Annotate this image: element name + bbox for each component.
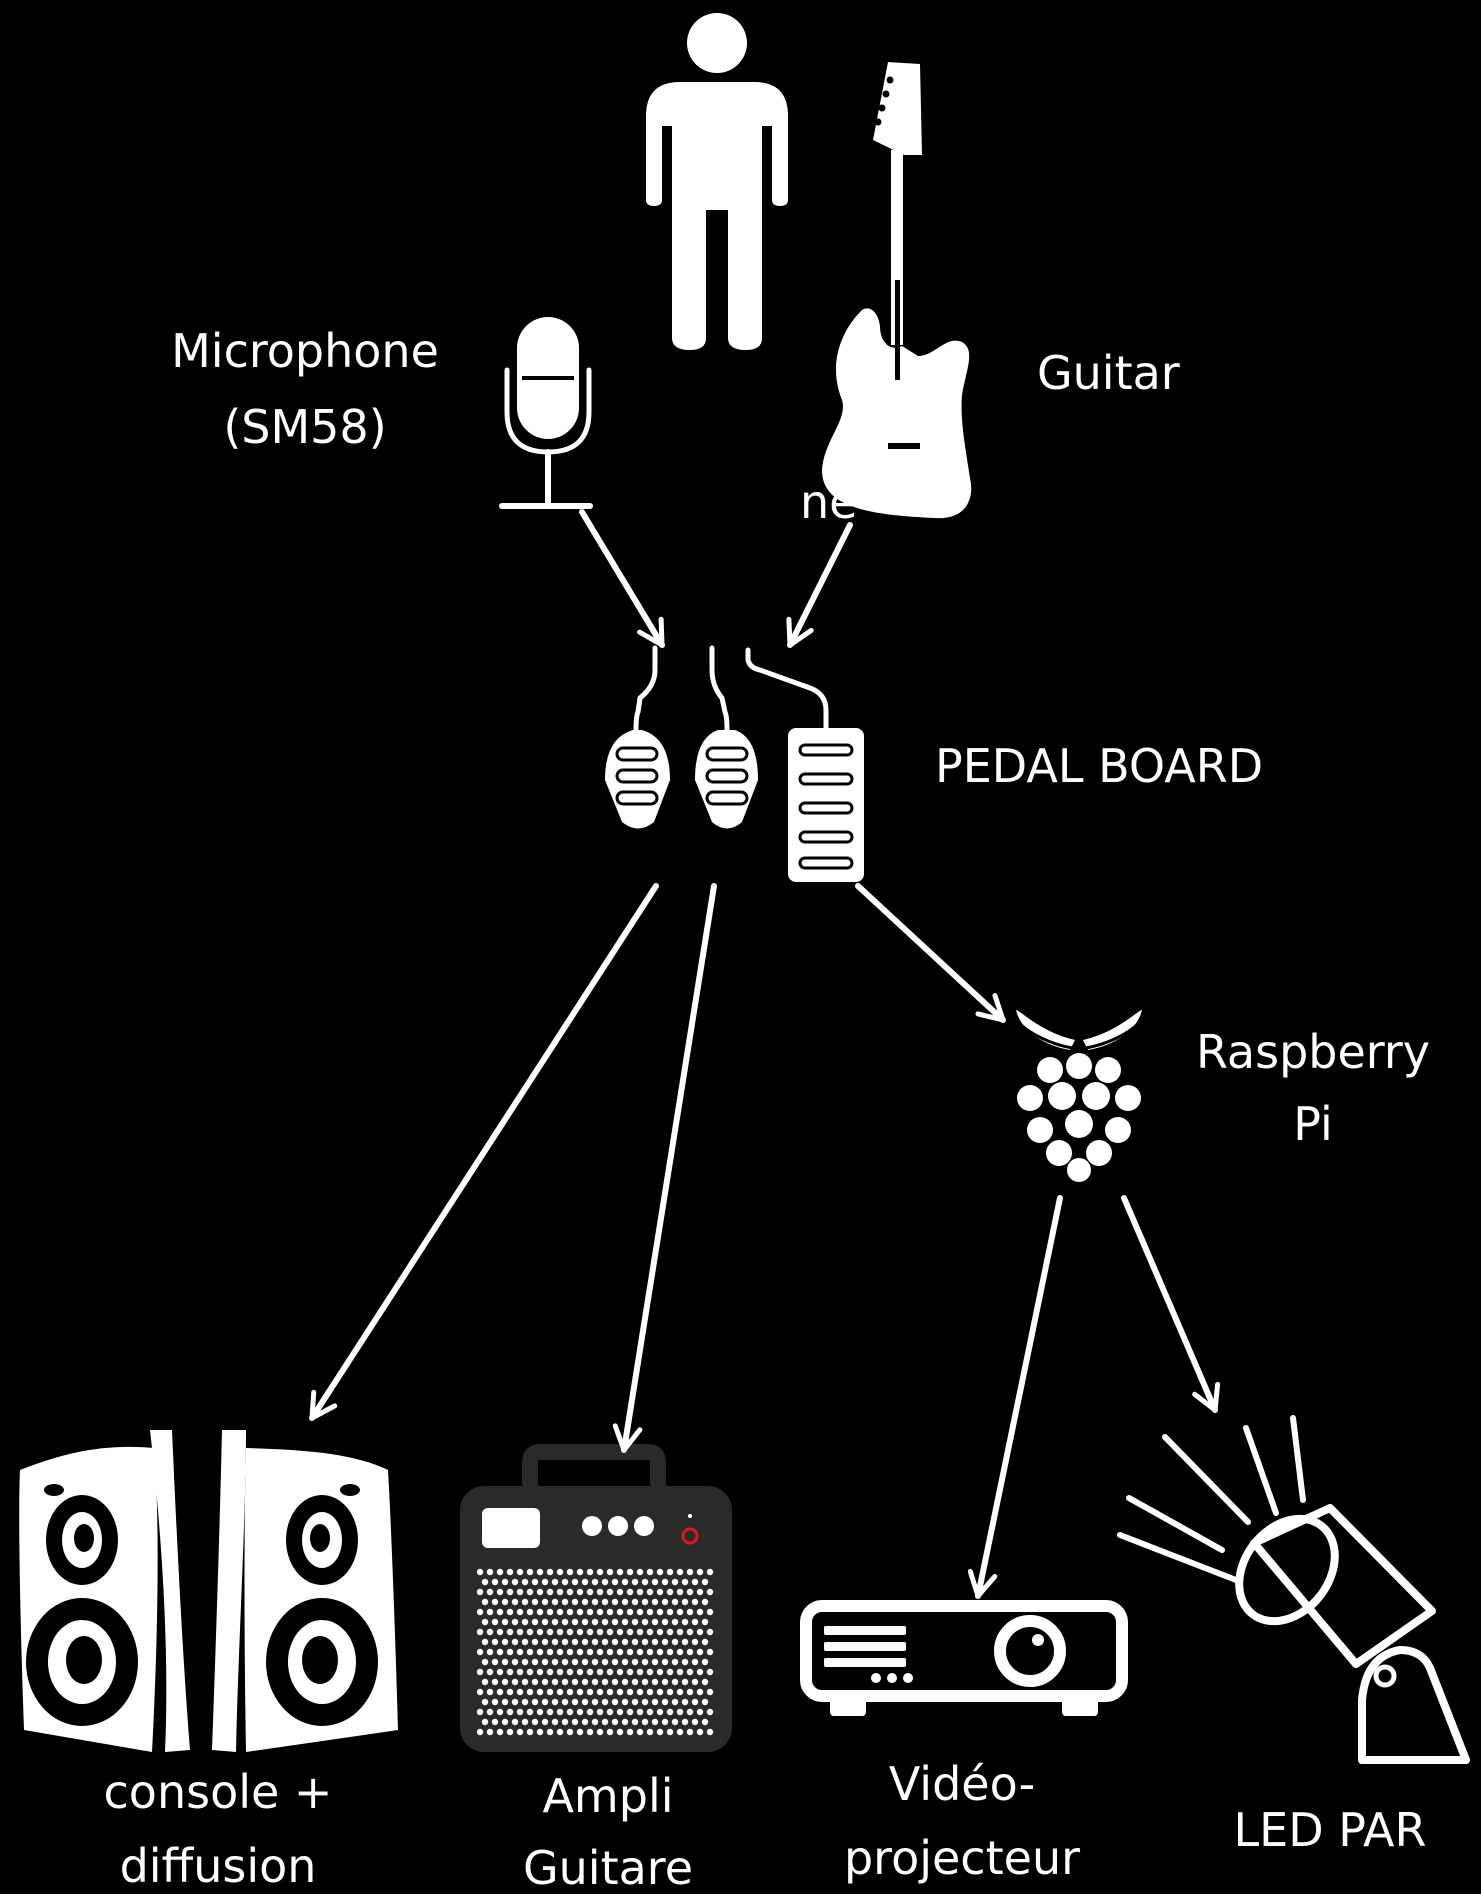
amplifier-grille [476,1568,714,1736]
person-icon [646,13,788,350]
pedal-icon [605,645,670,829]
guitar-label: Guitar [1037,346,1180,400]
pedal-icon [695,645,758,829]
arrow-raspberry-to-spotlight [1121,1195,1221,1413]
projector-icon [800,1600,1128,1716]
connection-arrows [309,509,1221,1599]
arrow-pedals-to-speakers [309,883,659,1421]
footswitch-icon [745,647,864,882]
spotlight-icon [1117,1415,1470,1764]
microphone-model-label: (SM58) [223,400,386,454]
arrow-pedals-to-amplifier [612,883,717,1453]
speakers-label-line2: diffusion [120,1839,317,1893]
raspberry-pi-label-line2: Pi [1293,1097,1333,1151]
amplifier-icon [460,1444,732,1752]
raspberry-pi-label: Raspberry [1196,1025,1430,1079]
microphone-label: Microphone [171,324,439,378]
speakers-label: console + [104,1765,333,1819]
projector-label: Vidéo- [889,1757,1035,1811]
projector-label-line2: projecteur [844,1831,1080,1885]
arrow-raspberry-to-projector [967,1195,1063,1599]
arrow-microphone-to-pedals [579,509,665,648]
amplifier-label: Ampli [542,1769,673,1823]
amplifier-label-line2: Guitare [523,1841,693,1894]
arrow-guitar-to-pedals [786,522,853,648]
guitar-icon [822,62,972,519]
microphone-icon [499,317,593,509]
guitar-tuning-pegs [874,76,894,126]
pedal-board-label: PEDAL BOARD [935,739,1263,793]
spotlight-label: LED PAR [1234,1803,1427,1857]
speakers-icon [19,1430,398,1752]
hidden-label-fragment: ne [800,475,857,529]
arrow-pedals-to-raspberry [855,883,1006,1023]
raspberry-pi-icon [1016,1010,1142,1182]
